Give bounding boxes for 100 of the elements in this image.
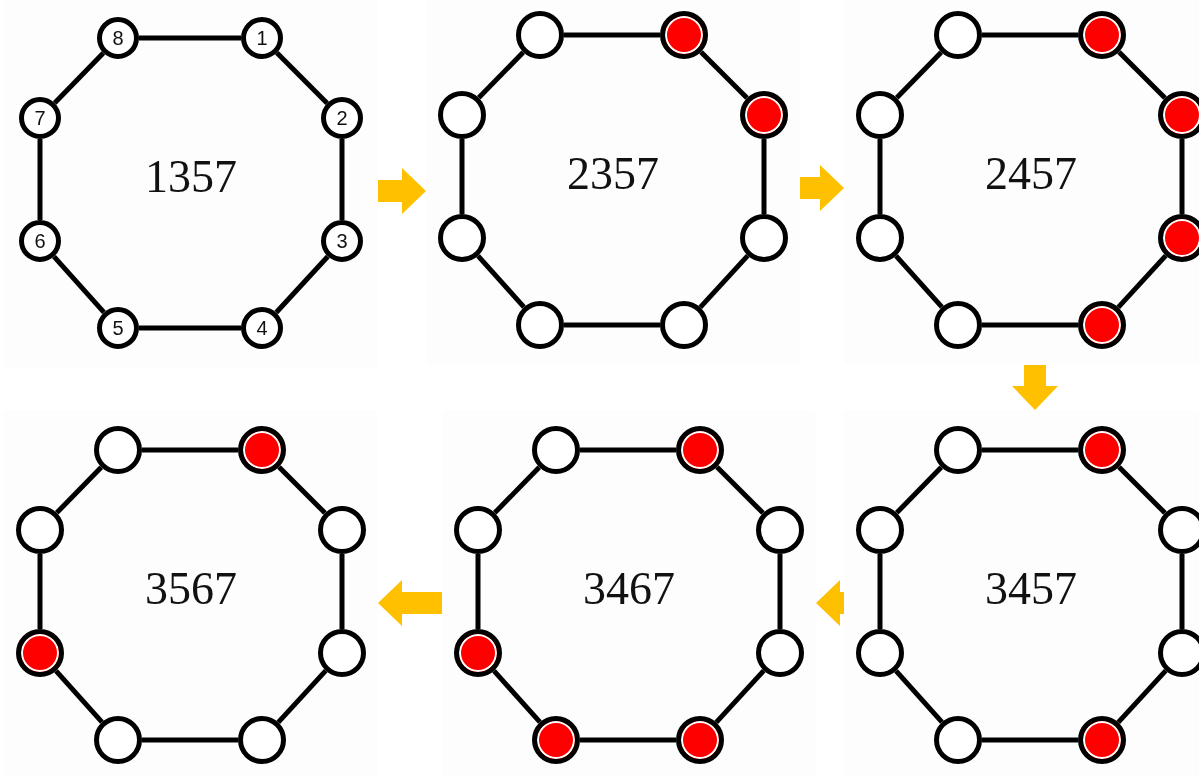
filled-circle	[454, 629, 502, 677]
connector-line	[476, 254, 526, 309]
connector-line	[459, 139, 465, 214]
connector-line	[580, 447, 676, 453]
filled-circle	[1078, 11, 1126, 59]
connector-line	[37, 139, 43, 220]
numbered-circle: 4	[241, 307, 283, 349]
circle	[318, 506, 366, 554]
circle	[516, 301, 564, 349]
connector-line	[699, 50, 749, 100]
connector-line	[894, 50, 944, 100]
circle	[934, 716, 982, 764]
connector-line	[1179, 139, 1185, 214]
octagon-number: 3567	[144, 562, 238, 615]
connector-line	[276, 668, 328, 724]
filled-circle	[660, 11, 708, 59]
filled-circle	[1078, 716, 1126, 764]
filled-circle	[16, 629, 64, 677]
connector-line	[564, 322, 660, 328]
numbered-circle: 7	[19, 97, 61, 139]
connector-line	[274, 254, 330, 315]
connector-line	[1179, 554, 1185, 629]
connector-line	[277, 465, 327, 515]
connector-line	[52, 51, 106, 105]
connector-line	[877, 554, 883, 629]
filled-circle	[532, 716, 580, 764]
connector-line	[714, 668, 766, 724]
block-arrow	[800, 165, 844, 211]
circle	[856, 629, 904, 677]
circle	[756, 629, 804, 677]
filled-circle	[676, 426, 724, 474]
connector-line	[1116, 253, 1168, 310]
connector-line	[54, 669, 104, 724]
circle	[94, 716, 142, 764]
circle	[438, 214, 486, 262]
circle	[934, 301, 982, 349]
connector-line	[1116, 668, 1168, 725]
connector-line	[894, 669, 944, 724]
numbered-circle: 5	[97, 307, 139, 349]
filled-circle	[676, 716, 724, 764]
octagon-number: 1357	[144, 150, 238, 203]
block-arrow	[1012, 365, 1058, 410]
circle	[856, 91, 904, 139]
block-arrow	[816, 580, 844, 626]
connector-line	[475, 554, 481, 629]
connector-line	[476, 50, 526, 100]
circle	[934, 11, 982, 59]
connector-line	[492, 669, 542, 724]
octagon-number: 3457	[984, 562, 1078, 615]
connector-line	[339, 554, 345, 629]
circle	[660, 301, 708, 349]
filled-circle	[238, 426, 286, 474]
filled-circle	[740, 91, 788, 139]
circle	[438, 91, 486, 139]
connector-line	[139, 325, 241, 331]
circle	[532, 426, 580, 474]
connector-line	[37, 554, 43, 629]
connector-line	[982, 32, 1078, 38]
connector-line	[54, 465, 104, 515]
connector-line	[139, 35, 241, 41]
circle	[856, 214, 904, 262]
connector-line	[275, 51, 329, 105]
connector-line	[339, 139, 345, 220]
filled-circle	[1158, 214, 1199, 262]
connector-line	[894, 254, 944, 309]
octagon-number: 3467	[582, 562, 676, 615]
numbered-circle: 1	[241, 17, 283, 59]
connector-line	[715, 465, 765, 515]
circle	[318, 629, 366, 677]
connector-line	[761, 139, 767, 214]
connector-line	[52, 254, 106, 315]
connector-line	[877, 139, 883, 214]
circle	[934, 426, 982, 474]
connector-line	[142, 737, 238, 743]
connector-line	[982, 447, 1078, 453]
octagon-number: 2357	[566, 147, 660, 200]
circle	[1158, 629, 1199, 677]
octagon-number: 2457	[984, 147, 1078, 200]
connector-line	[580, 737, 676, 743]
connector-line	[777, 554, 783, 629]
circle	[740, 214, 788, 262]
connector-line	[1117, 465, 1167, 515]
circle	[516, 11, 564, 59]
connector-line	[142, 447, 238, 453]
circle	[1158, 506, 1199, 554]
filled-circle	[1078, 426, 1126, 474]
connector-line	[492, 465, 542, 515]
connector-line	[982, 322, 1078, 328]
connector-line	[1117, 50, 1167, 100]
block-arrow	[378, 168, 426, 214]
filled-circle	[1158, 91, 1199, 139]
circle	[454, 506, 502, 554]
circle	[238, 716, 286, 764]
numbered-circle: 8	[97, 17, 139, 59]
block-arrow	[378, 580, 442, 626]
circle	[756, 506, 804, 554]
connector-line	[564, 32, 660, 38]
circle	[856, 506, 904, 554]
circle	[16, 506, 64, 554]
circle	[94, 426, 142, 474]
